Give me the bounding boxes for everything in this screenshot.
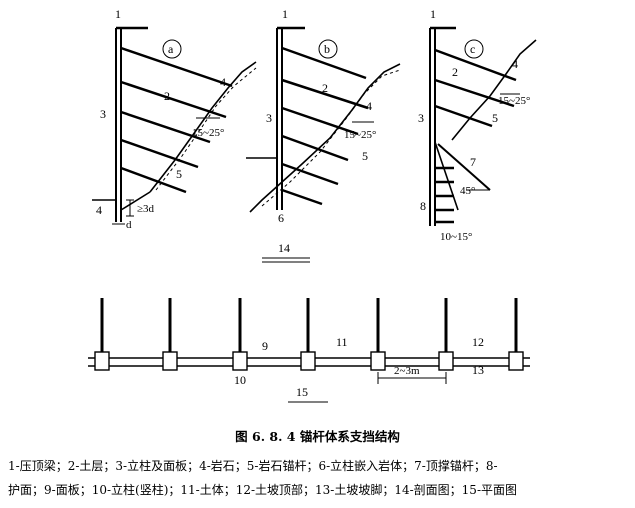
section-c <box>429 26 537 226</box>
label-5-a: 5 <box>176 167 182 181</box>
legend-line-2: 护面；9-面板；10-立柱(竖柱)；11-土体；12-土坡顶部；13-土坡坡脚；… <box>8 483 518 497</box>
anchor-system-diagram: 1 1 1 a b c 2 3 4 15~25° 5 4 ≥3d d 2 3 4… <box>88 7 537 403</box>
label-9: 9 <box>262 339 268 353</box>
figure-caption: 图 6. 8. 4 锚杆体系支挡结构 <box>235 429 400 444</box>
label-3-b: 3 <box>266 111 272 125</box>
labels: 1 1 1 a b c 2 3 4 15~25° 5 4 ≥3d d 2 3 4… <box>96 7 530 399</box>
label-15: 15 <box>296 385 308 399</box>
label-10: 10 <box>234 373 246 387</box>
label-11: 11 <box>336 335 348 349</box>
label-3-a: 3 <box>100 107 106 121</box>
label-6: 6 <box>278 211 284 225</box>
panel-b-marker <box>318 39 338 59</box>
section-a <box>92 26 257 225</box>
angle-c: 15~25° <box>498 95 530 107</box>
angle-45: 45° <box>460 185 475 197</box>
panel-b-letter: b <box>324 42 330 56</box>
label-4-a: 4 <box>220 75 226 89</box>
label-5-b: 5 <box>362 149 368 163</box>
label-1-b: 1 <box>282 7 288 21</box>
spacing-label: 2~3m <box>394 365 420 377</box>
label-14: 14 <box>278 241 290 255</box>
angle-10-15: 10~15° <box>440 231 472 243</box>
angle-b: 15~25° <box>344 129 376 141</box>
label-2-c: 2 <box>452 65 458 79</box>
plan-view <box>88 298 530 384</box>
legend-line-1: 1-压顶梁；2-土层；3-立柱及面板；4-岩石；5-岩石锚杆；6-立柱嵌入岩体；… <box>8 459 498 473</box>
dim-3d: ≥3d <box>137 203 155 215</box>
label-2-b: 2 <box>322 81 328 95</box>
panel-a-marker <box>162 39 182 59</box>
label-1-c: 1 <box>430 7 436 21</box>
label-4-b: 4 <box>366 99 372 113</box>
section-b <box>246 26 401 213</box>
figure-legend: 1-压顶梁；2-土层；3-立柱及面板；4-岩石；5-岩石锚杆；6-立柱嵌入岩体；… <box>8 454 630 502</box>
label-5-c: 5 <box>492 111 498 125</box>
label-13: 13 <box>472 363 484 377</box>
label-4-base: 4 <box>96 203 102 217</box>
panel-c-letter: c <box>470 42 475 56</box>
label-3-c: 3 <box>418 111 424 125</box>
label-12: 12 <box>472 335 484 349</box>
label-7: 7 <box>470 155 476 169</box>
angle-a: 15~25° <box>192 127 224 139</box>
panel-a-letter: a <box>168 42 174 56</box>
label-2-a: 2 <box>164 89 170 103</box>
label-8: 8 <box>420 199 426 213</box>
label-4-c: 4 <box>512 57 518 71</box>
label-1-a: 1 <box>115 7 121 21</box>
panel-c-marker <box>464 39 484 59</box>
dim-d: d <box>126 219 132 231</box>
